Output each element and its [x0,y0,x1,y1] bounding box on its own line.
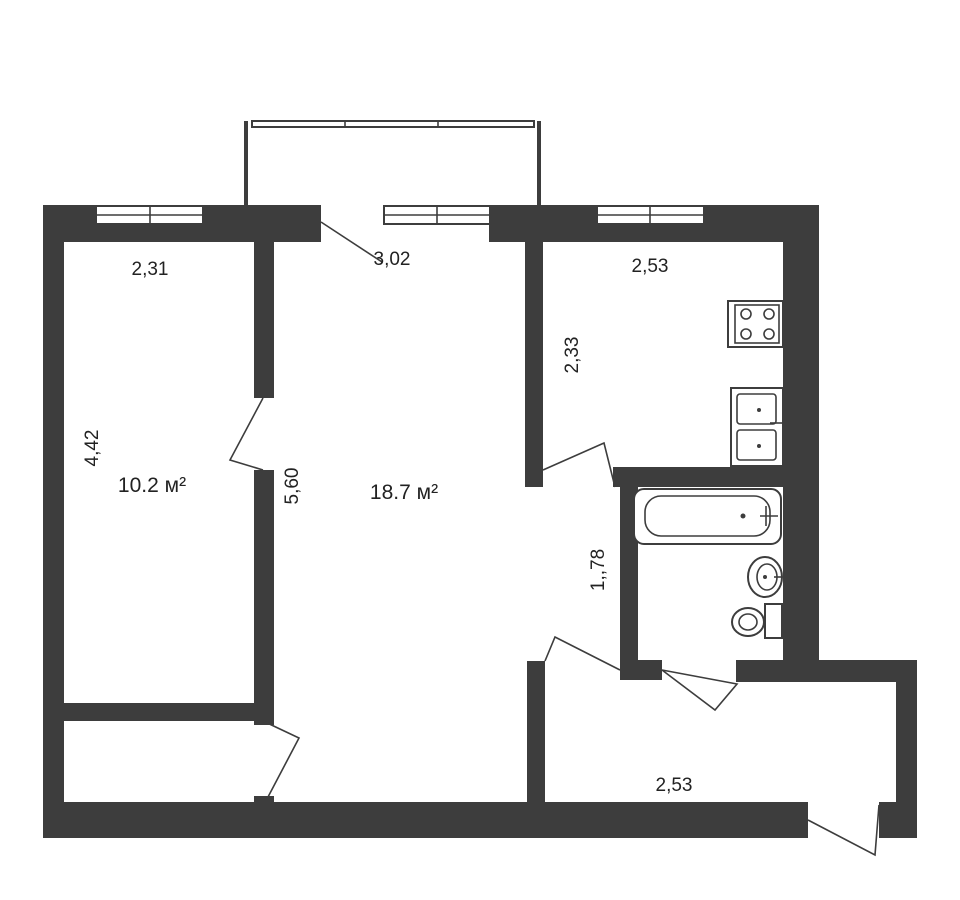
kitchen-width-dim: 2,53 [632,256,669,277]
hallway-door [661,669,739,712]
closet-door [262,720,301,798]
living-room-length-dim: 5,60 [282,468,303,505]
balcony-window [251,120,535,128]
kitchen-length-dim: 2,33 [562,337,583,374]
bedroom-partition-upper [254,238,274,398]
entry-top-wall [736,660,917,682]
hallway-width-dim: 2,53 [656,775,693,796]
closet-wall [62,703,262,721]
bedroom-door [228,397,264,471]
washbasin-icon [747,556,783,598]
walls [43,205,917,838]
balcony [244,120,541,209]
stove-icon [727,300,784,348]
left-room-length-dim: 4,42 [82,430,103,467]
left-room-area: 10.2 м² [118,474,186,497]
living-room-width-dim: 3,02 [374,249,411,270]
left-room-width-dim: 2,31 [132,259,169,280]
windows [95,205,705,225]
bathtub-icon [633,488,782,545]
doors [228,221,880,857]
bathroom-length-dim: 1,,78 [588,549,609,591]
toilet-icon [731,603,783,639]
right-outer-wall [783,205,819,663]
entry-bottom-right-wall [879,802,917,838]
living-room-area: 18.7 м² [370,481,438,504]
hallway-left-wall [527,661,545,806]
bathroom-door [544,635,621,671]
bottom-wall [43,802,808,838]
bathroom-bottom-wall [620,660,662,680]
entrance-door [807,804,880,857]
left-outer-wall [43,205,64,838]
kitchen-door [542,441,616,488]
bedroom-partition-lower [254,470,274,725]
balcony-right-rail [537,121,541,209]
bedroom-partition-stub [254,796,274,804]
kitchen-left-wall [525,238,543,487]
bathroom-top-wall [613,467,785,487]
balcony-left-rail [244,121,248,209]
entry-right-wall [896,660,917,838]
balcony-door [320,221,383,263]
double-sink-icon [730,387,784,467]
